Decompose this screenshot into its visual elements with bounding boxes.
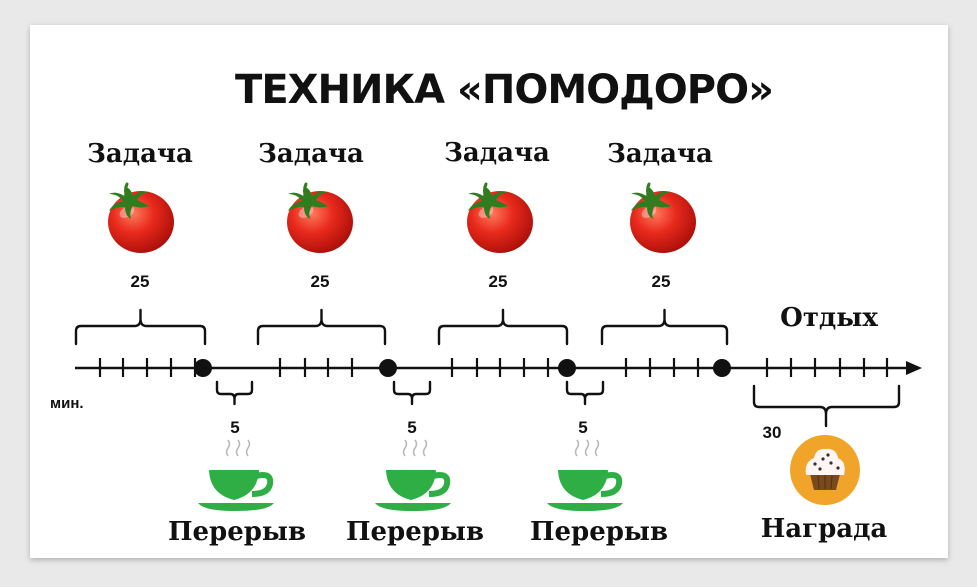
task-bracket <box>437 308 569 346</box>
long-break-bracket <box>752 384 901 428</box>
task-block: Задача 25 <box>437 138 576 377</box>
task-segments: Задача 25 Задача 25 Задача 25 Задача 25 <box>74 138 731 377</box>
session-end-dot <box>379 359 397 377</box>
tomato-icon <box>287 182 353 253</box>
task-label: Задача <box>87 139 193 169</box>
break-bracket <box>215 380 254 406</box>
coffee-cup-icon <box>375 439 451 511</box>
break-minutes: 5 <box>407 418 416 437</box>
break-bracket <box>565 380 605 406</box>
task-label: Задача <box>607 139 713 169</box>
break-minutes: 5 <box>578 418 587 437</box>
task-block: Задача 25 <box>600 139 731 377</box>
task-label: Задача <box>444 138 550 168</box>
break-label: Перерыв <box>168 517 306 547</box>
session-end-dot <box>558 359 576 377</box>
coffee-cup-icon <box>198 439 274 511</box>
task-bracket <box>256 308 387 346</box>
unit-label: мин. <box>50 395 84 412</box>
task-bracket <box>600 308 729 346</box>
session-end-dot <box>194 359 212 377</box>
timeline-ticks <box>98 358 889 377</box>
coffee-cup-icon <box>547 439 623 511</box>
long-break-minutes: 30 <box>763 423 782 442</box>
tomato-icon <box>108 182 174 253</box>
break-label: Перерыв <box>530 517 668 547</box>
task-label: Задача <box>258 139 364 169</box>
task-minutes: 25 <box>311 272 330 291</box>
task-minutes: 25 <box>131 272 150 291</box>
break-minutes: 5 <box>230 418 239 437</box>
task-block: Задача 25 <box>74 139 212 377</box>
reward-label: Награда <box>761 514 888 544</box>
task-bracket <box>74 308 207 346</box>
break-bracket <box>392 380 432 406</box>
timeline-arrow-icon <box>906 361 922 375</box>
task-minutes: 25 <box>652 272 671 291</box>
long-break-label: Отдых <box>780 303 878 333</box>
tomato-icon <box>630 182 696 253</box>
long-break-segment: Отдых 30 Награда <box>752 303 901 544</box>
task-minutes: 25 <box>489 272 508 291</box>
tomato-icon <box>467 182 533 253</box>
session-end-dot <box>713 359 731 377</box>
cupcake-icon <box>790 435 860 505</box>
page-title: ТЕХНИКА «ПОМОДОРО» <box>235 67 773 113</box>
task-block: Задача 25 <box>256 139 397 377</box>
break-label: Перерыв <box>346 517 484 547</box>
